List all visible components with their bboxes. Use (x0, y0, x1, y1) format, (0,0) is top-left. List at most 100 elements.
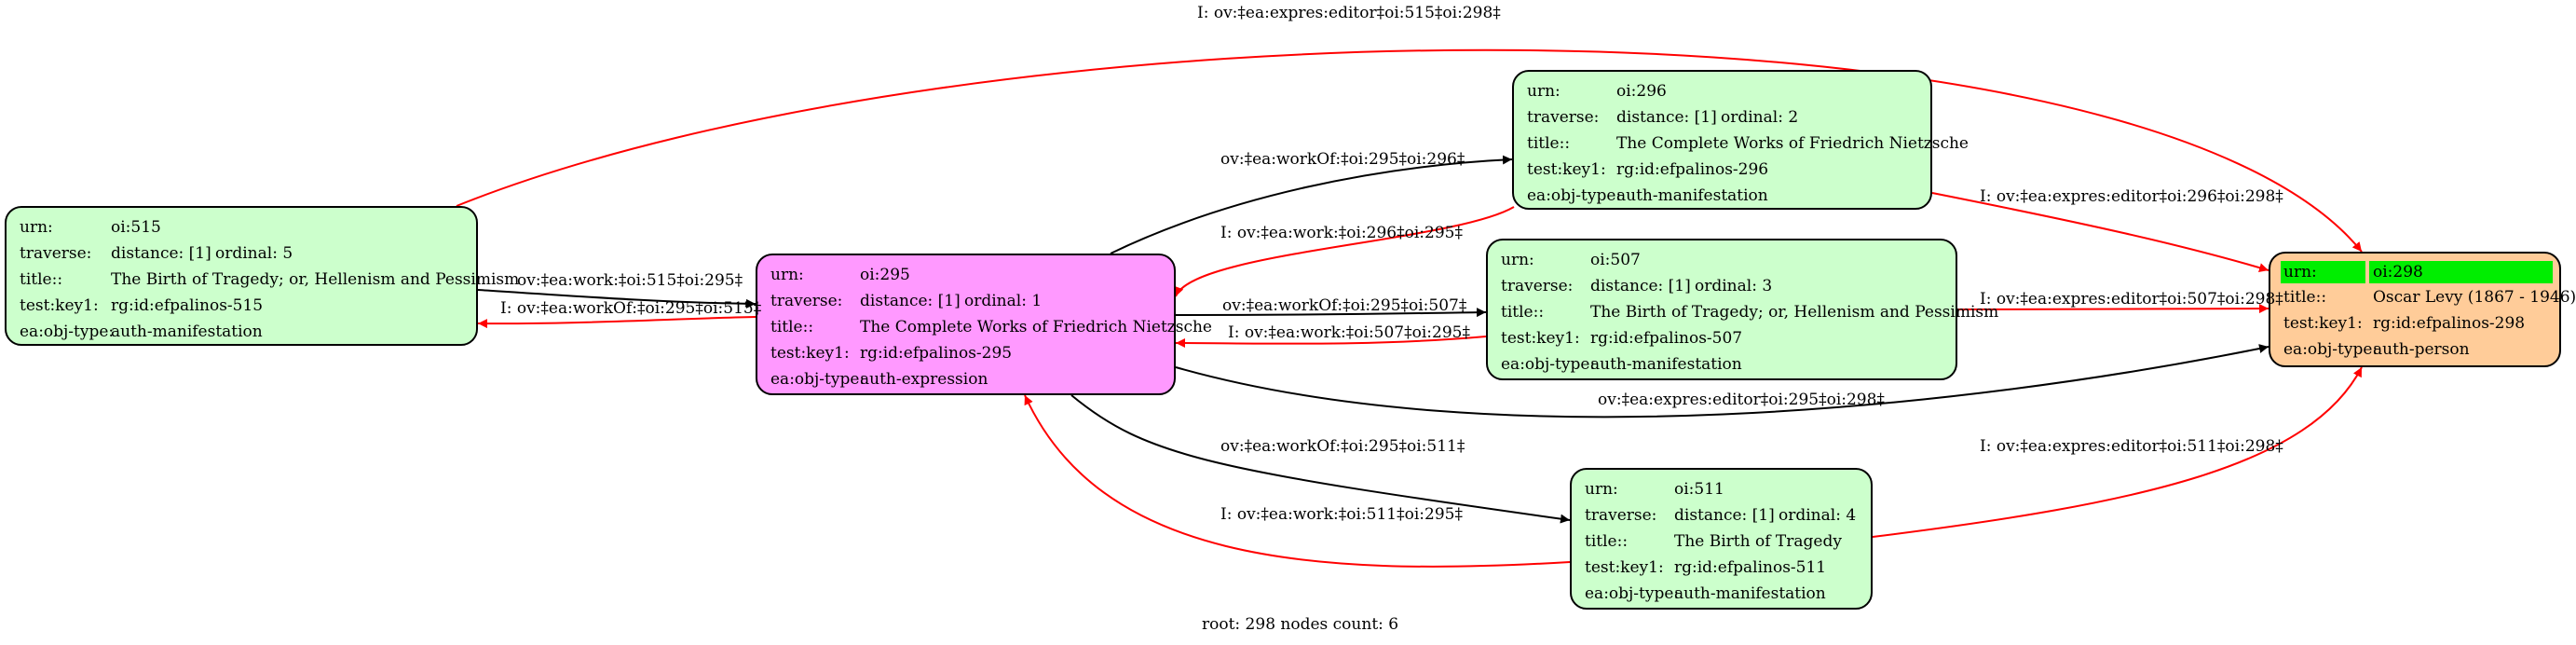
edge-515-295 (477, 289, 756, 309)
edge-label-515-295: ov:‡ea:work:‡oi:515‡oi:295‡ (517, 271, 743, 290)
value-ordinal: ordinal: 2 (1721, 108, 1799, 127)
edge-295-515 (477, 316, 756, 329)
key-title: title:: (770, 318, 814, 336)
row-urn: urn: oi:298 (2270, 261, 2559, 283)
value-ordinal: ordinal: 5 (215, 244, 293, 263)
graph-footer: root: 298 nodes count: 6 (1202, 615, 1399, 634)
key-traverse: traverse: (770, 292, 843, 310)
key-objtype: ea:obj-type: (1501, 355, 1596, 374)
key-testkey: test:key1: (1501, 329, 1580, 348)
edge-296-298 (1931, 192, 2269, 272)
value-title: The Complete Works of Friedrich Nietzsch… (860, 318, 1212, 336)
edge-label-507-295: I: ov:‡ea:work:‡oi:507‡oi:295‡ (1228, 323, 1470, 342)
value-distance: distance: [1] (860, 292, 961, 310)
value-ordinal: ordinal: 3 (1695, 277, 1773, 295)
key-testkey: test:key1: (770, 344, 850, 363)
edge-295-507 (1175, 308, 1487, 318)
key-testkey: test:key1: (1585, 558, 1664, 577)
value-testkey: rg:id:efpalinos-507 (1590, 329, 1743, 348)
value-objtype: auth-manifestation (1616, 186, 1768, 205)
key-objtype: ea:obj-type: (20, 322, 115, 341)
edge-label-295-511: ov:‡ea:workOf:‡oi:295‡oi:511‡ (1220, 437, 1465, 456)
edge-label-511-298: I: ov:‡ea:expres:editor‡oi:511‡oi:298‡ (1980, 437, 2283, 456)
key-objtype: ea:obj-type: (770, 370, 865, 389)
value-distance: distance: [1] (111, 244, 211, 263)
value-distance: distance: [1] (1590, 277, 1691, 295)
key-testkey: test:key1: (1527, 160, 1606, 179)
edge-295-511 (1070, 394, 1571, 524)
edge-label-515-298: I: ov:‡ea:expres:editor‡oi:515‡oi:298‡ (1197, 4, 1501, 22)
value-testkey: rg:id:efpalinos-515 (111, 296, 264, 315)
value-title: The Birth of Tragedy; or, Hellenism and … (111, 270, 520, 289)
edge-label-296-298: I: ov:‡ea:expres:editor‡oi:296‡oi:298‡ (1980, 187, 2283, 206)
edge-label-295-515: I: ov:‡ea:workOf:‡oi:295‡oi:515‡ (500, 299, 762, 318)
value-objtype: auth-person (2373, 340, 2470, 359)
value-title: The Complete Works of Friedrich Nietzsch… (1616, 134, 1969, 153)
value-title: Oscar Levy (1867 - 1946) (2373, 288, 2576, 307)
value-urn: oi:296 (1616, 82, 1667, 101)
value-objtype: auth-manifestation (111, 322, 263, 341)
edge-label-507-298: I: ov:‡ea:expres:editor‡oi:507‡oi:298‡ (1980, 290, 2283, 309)
edge-515-298 (456, 48, 2363, 253)
key-urn: urn: (2283, 263, 2317, 281)
node-oi-298[interactable]: urn: oi:298 title::Oscar Levy (1867 - 19… (2269, 252, 2576, 367)
value-urn: oi:511 (1674, 480, 1724, 499)
key-title: title:: (20, 270, 63, 289)
key-title: title:: (1585, 532, 1629, 551)
key-urn: urn: (1501, 251, 1534, 269)
node-oi-511[interactable]: urn: oi:511 traverse: distance: [1]ordinal… (1570, 468, 1873, 610)
node-oi-507[interactable]: urn: oi:507 traverse: distance: [1]ordinal… (1486, 239, 1998, 380)
value-ordinal: ordinal: 4 (1779, 506, 1857, 525)
value-ordinal: ordinal: 1 (964, 292, 1043, 310)
key-traverse: traverse: (1527, 108, 1600, 127)
key-traverse: traverse: (1585, 506, 1657, 525)
edge-label-296-295: I: ov:‡ea:work:‡oi:296‡oi:295‡ (1220, 224, 1463, 242)
key-urn: urn: (1585, 480, 1618, 499)
key-objtype: ea:obj-type: (2283, 340, 2378, 359)
edge-label-295-296: ov:‡ea:workOf:‡oi:295‡oi:296‡ (1220, 150, 1465, 169)
value-title: The Birth of Tragedy; or, Hellenism and … (1590, 303, 1999, 322)
edge-label-295-298: ov:‡ea:expres:editor‡oi:295‡oi:298‡ (1598, 391, 1885, 409)
value-testkey: rg:id:efpalinos-295 (860, 344, 1013, 363)
key-title: title:: (1527, 134, 1571, 153)
key-testkey: test:key1: (20, 296, 99, 315)
value-testkey: rg:id:efpalinos-298 (2373, 314, 2526, 333)
value-urn: oi:515 (111, 218, 161, 237)
key-traverse: traverse: (20, 244, 92, 263)
edge-507-295 (1175, 336, 1487, 349)
key-title: title:: (1501, 303, 1545, 322)
key-urn: urn: (20, 218, 53, 237)
value-testkey: rg:id:efpalinos-296 (1616, 160, 1769, 179)
value-testkey: rg:id:efpalinos-511 (1674, 558, 1827, 577)
edge-511-298 (1872, 366, 2363, 538)
edge-295-298 (1175, 344, 2269, 419)
value-urn: oi:507 (1590, 251, 1641, 269)
key-objtype: ea:obj-type: (1585, 584, 1680, 603)
edge-295-296 (1110, 155, 1513, 254)
value-title: The Birth of Tragedy (1674, 532, 1842, 551)
value-objtype: auth-manifestation (1590, 355, 1742, 374)
value-distance: distance: [1] (1674, 506, 1775, 525)
value-urn: oi:295 (860, 266, 910, 284)
node-oi-296[interactable]: urn: oi:296 traverse: distance: [1]ordinal… (1512, 70, 1969, 210)
key-traverse: traverse: (1501, 277, 1574, 295)
key-urn: urn: (770, 266, 804, 284)
edge-511-295 (1024, 394, 1571, 568)
key-objtype: ea:obj-type: (1527, 186, 1622, 205)
edge-label-511-295: I: ov:‡ea:work:‡oi:511‡oi:295‡ (1220, 505, 1463, 524)
key-testkey: test:key1: (2283, 314, 2363, 333)
key-title: title:: (2283, 288, 2327, 307)
node-oi-295[interactable]: urn: oi:295 traverse: distance: [1]ordinal… (756, 254, 1212, 395)
edge-label-295-507: ov:‡ea:workOf:‡oi:295‡oi:507‡ (1222, 296, 1467, 315)
value-objtype: auth-manifestation (1674, 584, 1826, 603)
node-oi-515[interactable]: urn: oi:515 traverse: distance: [1]ordinal… (5, 206, 519, 346)
value-objtype: auth-expression (860, 370, 988, 389)
value-urn: oi:298 (2373, 263, 2423, 281)
value-distance: distance: [1] (1616, 108, 1717, 127)
key-urn: urn: (1527, 82, 1561, 101)
urn-value-highlight (2369, 261, 2553, 283)
edge-296-295 (1174, 206, 1515, 297)
urn-key-highlight (2281, 261, 2365, 283)
